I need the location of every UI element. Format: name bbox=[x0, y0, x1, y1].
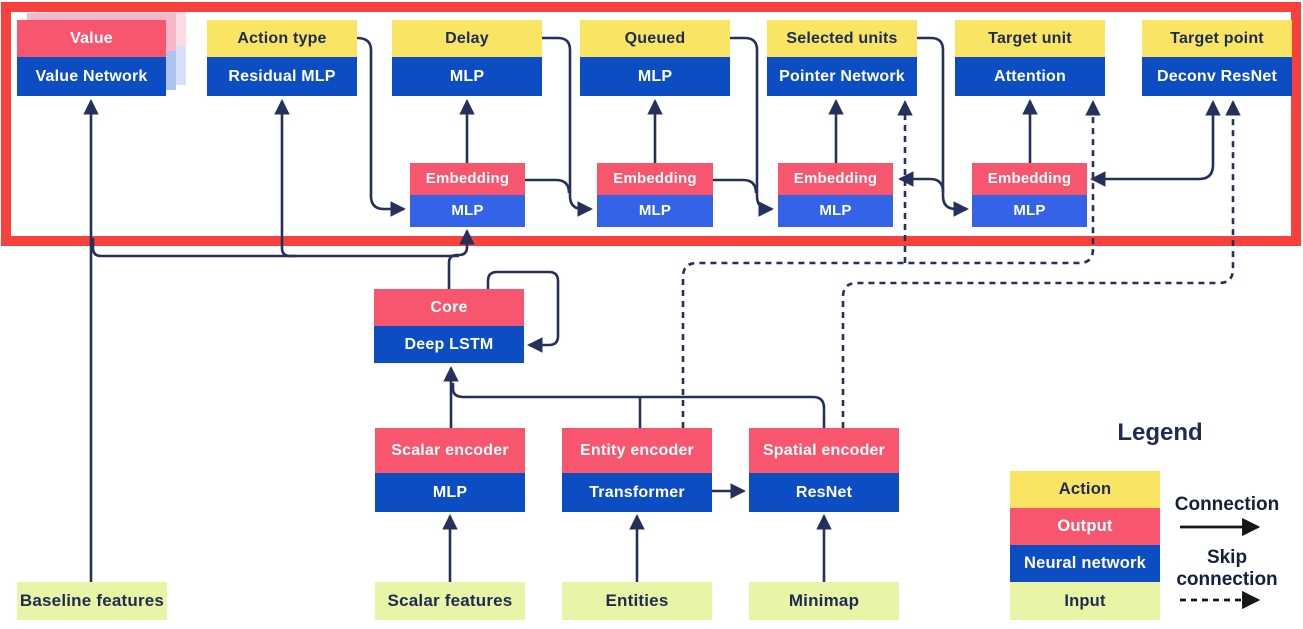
legend-title: Legend bbox=[1117, 419, 1203, 446]
embedding-block-4: Embedding MLP bbox=[972, 163, 1087, 227]
embedding-block-1: Embedding MLP bbox=[410, 163, 525, 227]
head-label-selected-units: Selected units bbox=[767, 20, 917, 57]
legend-skip-connection-label: Skip connection bbox=[1163, 547, 1291, 590]
head-label-delay: Delay bbox=[392, 20, 542, 57]
head-label-value: Value bbox=[17, 20, 166, 57]
core-label: Core bbox=[374, 289, 524, 326]
connection-spatial-encoder-to-collector bbox=[451, 383, 826, 428]
legend-item-output: Output bbox=[1010, 508, 1160, 545]
connection-selected-units-to-embedding3 bbox=[898, 171, 945, 193]
embedding-block-3: Embedding MLP bbox=[778, 163, 893, 227]
head-block-delay: Delay MLP bbox=[392, 20, 542, 96]
entity-encoder-label: Entity encoder bbox=[562, 428, 712, 473]
head-block-selected-units: Selected units Pointer Network bbox=[767, 20, 917, 96]
head-label-action-type: Action type bbox=[207, 20, 357, 57]
head-block-target-point: Target point Deconv ResNet bbox=[1142, 20, 1292, 96]
spatial-encoder-network-label: ResNet bbox=[749, 473, 899, 512]
input-scalar-features: Scalar features bbox=[375, 582, 525, 620]
head-block-queued: Queued MLP bbox=[580, 20, 730, 96]
connection-core-branch-left bbox=[91, 238, 459, 258]
embedding2-label: Embedding bbox=[597, 163, 713, 195]
embedding3-label: Embedding bbox=[778, 163, 893, 195]
embedding4-label: Embedding bbox=[972, 163, 1087, 195]
core-block: Core Deep LSTM bbox=[374, 289, 524, 363]
scalar-encoder-label: Scalar encoder bbox=[375, 428, 525, 473]
input-baseline-features: Baseline features bbox=[17, 582, 167, 620]
legend-item-input: Input bbox=[1010, 582, 1160, 620]
connection-delay-to-embedding2 bbox=[542, 36, 593, 217]
connection-queued-to-embedding3 bbox=[730, 36, 774, 217]
embedding1-label: Embedding bbox=[410, 163, 525, 195]
network-label-queued-mlp: MLP bbox=[580, 57, 730, 96]
encoder-block-spatial: Spatial encoder ResNet bbox=[749, 428, 899, 512]
head-block-action-type: Action type Residual MLP bbox=[207, 20, 357, 96]
legend-skip-line1: Skip bbox=[1206, 547, 1248, 569]
legend-connection-label: Connection bbox=[1174, 494, 1280, 516]
connection-selected-units-to-embedding4 bbox=[917, 36, 969, 217]
encoder-block-scalar: Scalar encoder MLP bbox=[375, 428, 525, 512]
embedding-block-2: Embedding MLP bbox=[597, 163, 713, 227]
embedding1-network-label: MLP bbox=[410, 195, 525, 227]
embedding4-network-label: MLP bbox=[972, 195, 1087, 227]
connection-core-to-embedding1 bbox=[447, 229, 475, 289]
embedding2-network-label: MLP bbox=[597, 195, 713, 227]
encoder-block-entity: Entity encoder Transformer bbox=[562, 428, 712, 512]
connection-embedding4-to-deconv-resnet bbox=[1090, 100, 1221, 187]
highlight-red-box bbox=[1, 2, 1301, 246]
network-label-value-network: Value Network bbox=[17, 57, 166, 96]
head-label-target-point: Target point bbox=[1142, 20, 1292, 57]
legend-item-network: Neural network bbox=[1010, 545, 1160, 582]
skip-connection-spatial-to-deconv-resnet bbox=[841, 100, 1241, 428]
network-label-delay-mlp: MLP bbox=[392, 57, 542, 96]
legend-skip-line2: connection bbox=[1176, 569, 1278, 590]
connection-core-recurrent-loop bbox=[486, 270, 560, 353]
connection-action-type-to-embedding1 bbox=[356, 36, 406, 217]
head-label-queued: Queued bbox=[580, 20, 730, 57]
network-label-residual-mlp: Residual MLP bbox=[207, 57, 357, 96]
entity-encoder-network-label: Transformer bbox=[562, 473, 712, 512]
deep-lstm-label: Deep LSTM bbox=[374, 326, 524, 363]
head-block-value: Value Value Network bbox=[17, 20, 166, 96]
head-label-target-unit: Target unit bbox=[955, 20, 1105, 57]
connection-core-to-residual-mlp bbox=[274, 99, 296, 258]
network-label-pointer-network: Pointer Network bbox=[767, 57, 917, 96]
legend-item-action: Action bbox=[1010, 471, 1160, 508]
embedding3-network-label: MLP bbox=[778, 195, 893, 227]
input-minimap: Minimap bbox=[749, 582, 899, 620]
spatial-encoder-label: Spatial encoder bbox=[749, 428, 899, 473]
head-block-target-unit: Target unit Attention bbox=[955, 20, 1105, 96]
network-label-attention: Attention bbox=[955, 57, 1105, 96]
input-entities: Entities bbox=[562, 582, 712, 620]
connection-embedding1-to-embedding2 bbox=[525, 178, 571, 194]
network-label-deconv-resnet: Deconv ResNet bbox=[1142, 57, 1292, 96]
skip-connection-entity-to-attention bbox=[681, 100, 1101, 428]
scalar-encoder-network-label: MLP bbox=[375, 473, 525, 512]
connection-embedding2-to-embedding3 bbox=[713, 178, 758, 194]
